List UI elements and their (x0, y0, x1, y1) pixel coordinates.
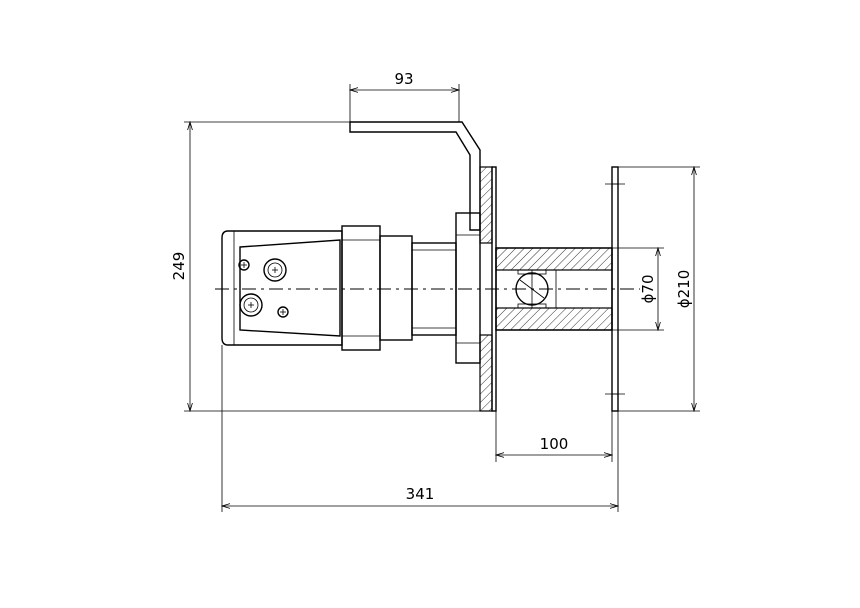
dim-label-handle-width: 93 (394, 70, 413, 88)
crank-handle (349, 121, 481, 231)
dim-label-total-length: 341 (406, 485, 435, 503)
screw-icon (277, 306, 289, 318)
dim-label-inner-diameter: ϕ70 (639, 275, 657, 304)
dimension-inner-diameter: ϕ70 (612, 248, 664, 330)
dimension-total-height: 249 (170, 122, 492, 411)
dim-label-spool-width: 100 (540, 435, 569, 453)
dim-label-total-height: 249 (170, 252, 188, 281)
dimension-handle-width: 93 (350, 70, 459, 122)
drive-collar (341, 225, 413, 351)
dim-label-flange-diameter: ϕ210 (675, 270, 693, 309)
bolt-icon (239, 293, 263, 317)
dimension-spool-width: 100 (496, 411, 612, 462)
motor-body (221, 230, 343, 346)
left-flange-plate (479, 166, 497, 412)
dimension-total-length: 341 (222, 345, 618, 512)
hub-ring (455, 212, 481, 364)
bolt-icon (263, 258, 287, 282)
screw-icon (238, 259, 250, 271)
dimension-flange-diameter: ϕ210 (618, 167, 700, 411)
